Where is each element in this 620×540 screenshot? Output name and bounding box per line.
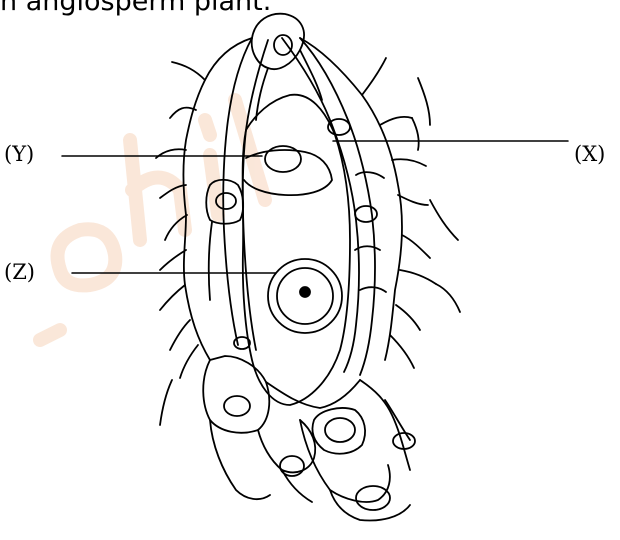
label-y: (Y)	[4, 144, 34, 165]
label-z: (Z)	[4, 262, 35, 283]
micropylar-cell	[252, 14, 304, 69]
label-x: (X)	[574, 144, 605, 165]
